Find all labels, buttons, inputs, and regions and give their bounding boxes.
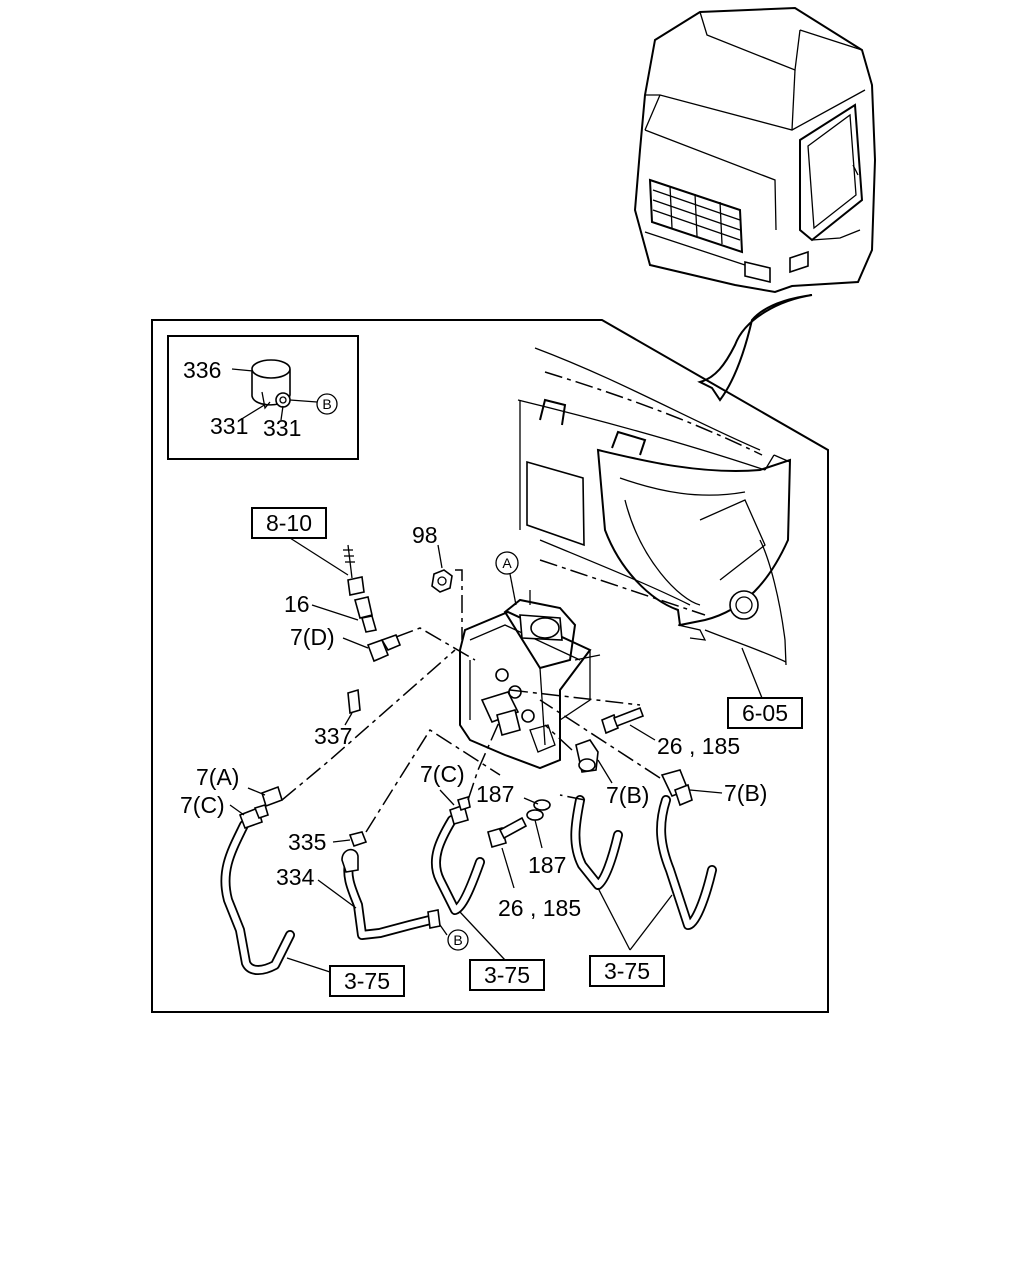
hose-3-75-middle xyxy=(431,719,506,961)
bolt-26-185-upper xyxy=(509,689,656,741)
label-187-lower: 187 xyxy=(528,852,566,878)
ref-3-75-right: 3-75 xyxy=(604,958,650,984)
hose-3-75-right xyxy=(539,699,723,951)
bolt-26-185-lower xyxy=(487,816,528,889)
truck-cab-illustration xyxy=(633,6,877,402)
ref-3-75-left: 3-75 xyxy=(344,968,390,994)
label-331-left: 331 xyxy=(210,413,248,439)
label-337: 337 xyxy=(314,723,352,749)
label-26-185-lower: 26 , 185 xyxy=(498,895,581,921)
label-7c-left: 7(C) xyxy=(180,792,225,818)
label-7c-middle: 7(C) xyxy=(420,761,465,787)
ref-box-3-75-left xyxy=(329,965,405,997)
hose-334: B xyxy=(317,728,501,951)
label-7d: 7(D) xyxy=(290,624,335,650)
body-panel-illustration xyxy=(517,347,792,666)
detail-frame xyxy=(151,319,829,1013)
label-335: 335 xyxy=(288,829,326,855)
ref-box-3-75-middle xyxy=(469,959,545,991)
label-16: 16 xyxy=(284,591,310,617)
label-187-upper: 187 xyxy=(476,781,514,807)
ref-6-05: 6-05 xyxy=(742,700,788,726)
washers-187 xyxy=(523,797,551,849)
label-7b-left: 7(B) xyxy=(606,782,649,808)
ref-3-75-middle: 3-75 xyxy=(484,962,530,988)
inset-detail-box: 336 331 331 B xyxy=(167,335,359,460)
label-7b-right: 7(B) xyxy=(724,780,767,806)
marker-a: A xyxy=(495,551,519,606)
marker-b-main-text: B xyxy=(453,932,462,948)
clip-337 xyxy=(344,688,361,726)
marker-b-inset xyxy=(316,393,338,415)
label-331-right: 331 xyxy=(263,415,301,441)
label-26-185-upper: 26 , 185 xyxy=(657,733,740,759)
marker-a-text: A xyxy=(502,555,512,571)
hose-3-75-left xyxy=(220,649,456,975)
sensor-16 xyxy=(311,544,476,663)
marker-b-main xyxy=(447,929,469,951)
ref-8-10: 8-10 xyxy=(266,510,312,536)
label-336: 336 xyxy=(183,357,221,383)
reservoir-bracket-assembly xyxy=(459,590,601,770)
ref-box-3-75-right xyxy=(589,955,665,987)
ref-box-6-05 xyxy=(727,697,803,729)
nut-98 xyxy=(431,544,463,640)
marker-b-inset-text: B xyxy=(322,396,331,412)
ref-box-8-10 xyxy=(251,507,327,539)
label-7a: 7(A) xyxy=(196,764,239,790)
label-98: 98 xyxy=(412,522,438,548)
label-334: 334 xyxy=(276,864,315,890)
